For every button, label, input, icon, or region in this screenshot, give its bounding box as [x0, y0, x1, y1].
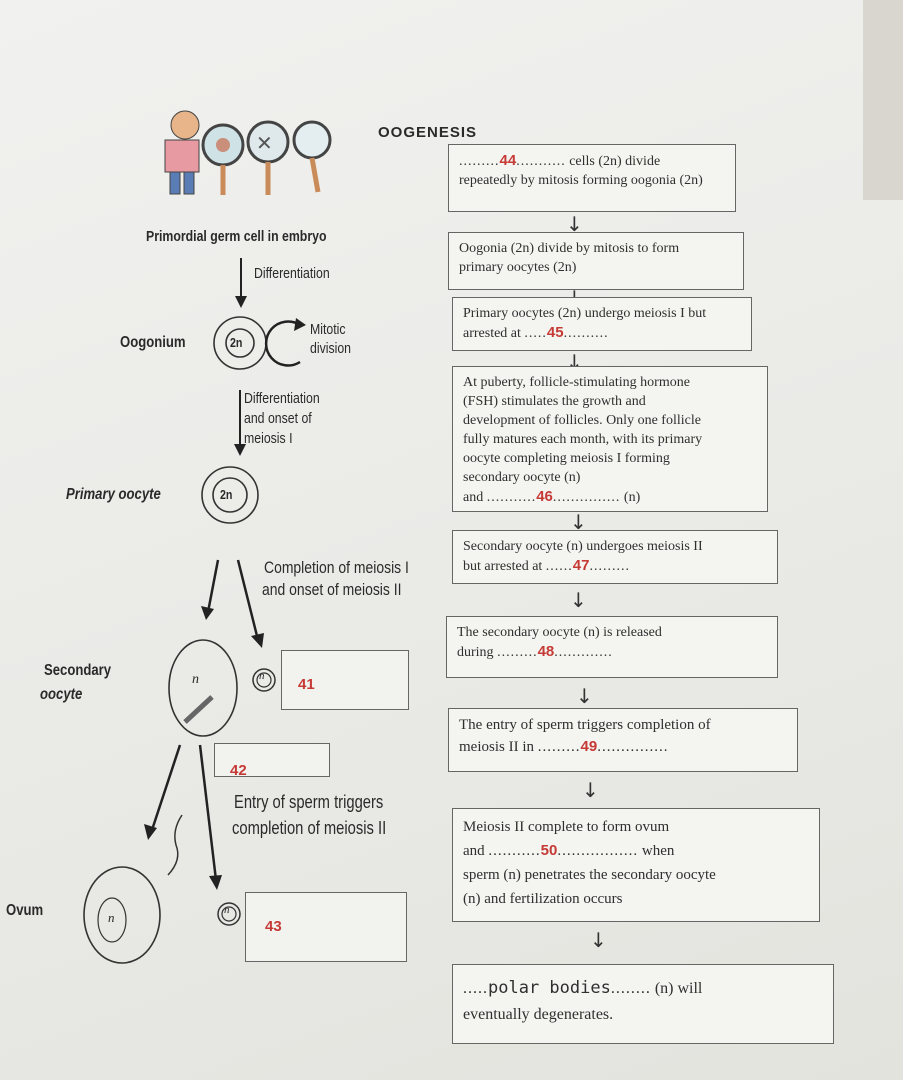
step-4-line6: secondary oocyte (n): [463, 470, 581, 485]
step-6-line1: The secondary oocyte (n) is released: [457, 625, 662, 640]
answer-box-43[interactable]: [245, 892, 407, 962]
step-8-pre: and: [463, 843, 485, 859]
step-box-4: At puberty, follicle-stimulating hormone…: [452, 366, 768, 512]
step-8-line3: sperm (n) penetrates the secondary oocyt…: [463, 867, 716, 883]
step-4-line2: (FSH) stimulates the growth and: [463, 394, 646, 409]
step-box-8: Meiosis II complete to form ovum and ...…: [452, 808, 820, 922]
step-3-line1: Primary oocytes (2n) undergo meiosis I b…: [463, 306, 707, 321]
step-2-line1: Oogonia (2n) divide by mitosis to form: [459, 241, 680, 256]
secondary-ploidy: n: [192, 672, 199, 687]
question-46: 46: [536, 488, 553, 505]
primordial-label: Primordial germ cell in embryo: [146, 228, 327, 245]
page-corner-background: [863, 0, 903, 200]
step-4-post: (n): [623, 490, 641, 505]
step-3-pre: arrested at: [463, 326, 521, 341]
answer-box-42[interactable]: [214, 743, 330, 777]
scientist-illustration: ✕: [164, 110, 332, 195]
question-49: 49: [580, 738, 598, 755]
step-2-line2: primary oocytes (2n): [459, 260, 577, 275]
step-1-tail: cells (2n) divide: [569, 154, 661, 169]
step-5-line1: Secondary oocyte (n) undergoes meiosis I…: [463, 539, 703, 554]
completion-line2: and onset of meiosis II: [262, 580, 402, 599]
ovum-label: Ovum: [6, 902, 44, 919]
diff-onset-line1: Differentiation: [244, 390, 320, 407]
primary-ploidy: 2n: [220, 487, 233, 502]
ovum-ploidy: n: [108, 910, 115, 925]
step-4-pre: and: [463, 490, 484, 505]
svg-text:✕: ✕: [256, 131, 273, 155]
down-arrow-8: ↓: [590, 928, 607, 952]
primary-oocyte-label: Primary oocyte: [66, 486, 161, 503]
step-4-line5: oocyte completing meiosis I forming: [463, 451, 670, 466]
step-9-line2: eventually degenerates.: [463, 1006, 614, 1023]
polar-body-ploidy: n: [259, 670, 265, 682]
entry-line1: Entry of sperm triggers: [234, 792, 384, 812]
step-6-pre: during: [457, 645, 494, 660]
question-44: 44: [499, 152, 517, 169]
division-label: division: [310, 340, 352, 357]
answer-box-41[interactable]: [281, 650, 409, 710]
diff-onset-line3: meiosis I: [244, 430, 293, 447]
polar-body-2-ploidy: n: [224, 904, 230, 916]
down-arrow-1: ↓: [566, 212, 583, 236]
down-arrow-5: ↓: [570, 588, 587, 612]
step-box-6: The secondary oocyte (n) is released dur…: [446, 616, 778, 678]
mitotic-label: Mitotic: [310, 321, 346, 338]
step-9-tail: (n) will: [654, 980, 703, 997]
step-7-pre: meiosis II in: [459, 739, 534, 755]
question-47: 47: [572, 557, 590, 574]
oogonium-label: Oogonium: [120, 334, 186, 351]
secondary-label-1: Secondary: [44, 662, 112, 679]
step-box-5: Secondary oocyte (n) undergoes meiosis I…: [452, 530, 778, 584]
step-box-3: Primary oocytes (2n) undergo meiosis I b…: [452, 297, 752, 351]
differentiation-label: Differentiation: [254, 265, 330, 282]
oogonium-ploidy: 2n: [230, 335, 243, 350]
step-box-2: Oogonia (2n) divide by mitosis to form p…: [448, 232, 744, 290]
step-4-line1: At puberty, follicle-stimulating hormone: [463, 375, 690, 390]
step-8-line4: (n) and fertilization occurs: [463, 891, 623, 907]
page-title: OOGENESIS: [378, 124, 478, 141]
diff-onset-line2: and onset of: [244, 410, 312, 427]
secondary-label-2: oocyte: [40, 686, 83, 703]
question-41: 41: [298, 676, 315, 693]
step-5-pre: but arrested at: [463, 559, 543, 574]
step-box-9: .....polar bodies........ (n) will event…: [452, 964, 834, 1044]
question-45: 45: [546, 324, 564, 341]
polar-bodies-answer: polar bodies: [488, 978, 611, 998]
step-box-7: The entry of sperm triggers completion o…: [448, 708, 798, 772]
step-7-line1: The entry of sperm triggers completion o…: [459, 717, 711, 733]
step-8-line1: Meiosis II complete to form ovum: [463, 819, 670, 835]
question-50: 50: [540, 842, 558, 859]
question-42: 42: [230, 762, 247, 779]
step-1-line2: repeatedly by mitosis forming oogonia (2…: [459, 173, 703, 188]
down-arrow-6: ↓: [576, 684, 593, 708]
question-43: 43: [265, 918, 282, 935]
step-8-post: when: [641, 843, 675, 859]
step-4-line4: fully matures each month, with its prima…: [463, 432, 703, 447]
entry-line2: completion of meiosis II: [232, 818, 387, 838]
step-4-line3: development of follicles. Only one folli…: [463, 413, 701, 428]
step-box-1: .........44........... cells (2n) divide…: [448, 144, 736, 212]
down-arrow-7: ↓: [582, 778, 599, 802]
completion-line1: Completion of meiosis I: [264, 558, 409, 577]
down-arrow-4: ↓: [570, 510, 587, 534]
question-48: 48: [537, 643, 555, 660]
